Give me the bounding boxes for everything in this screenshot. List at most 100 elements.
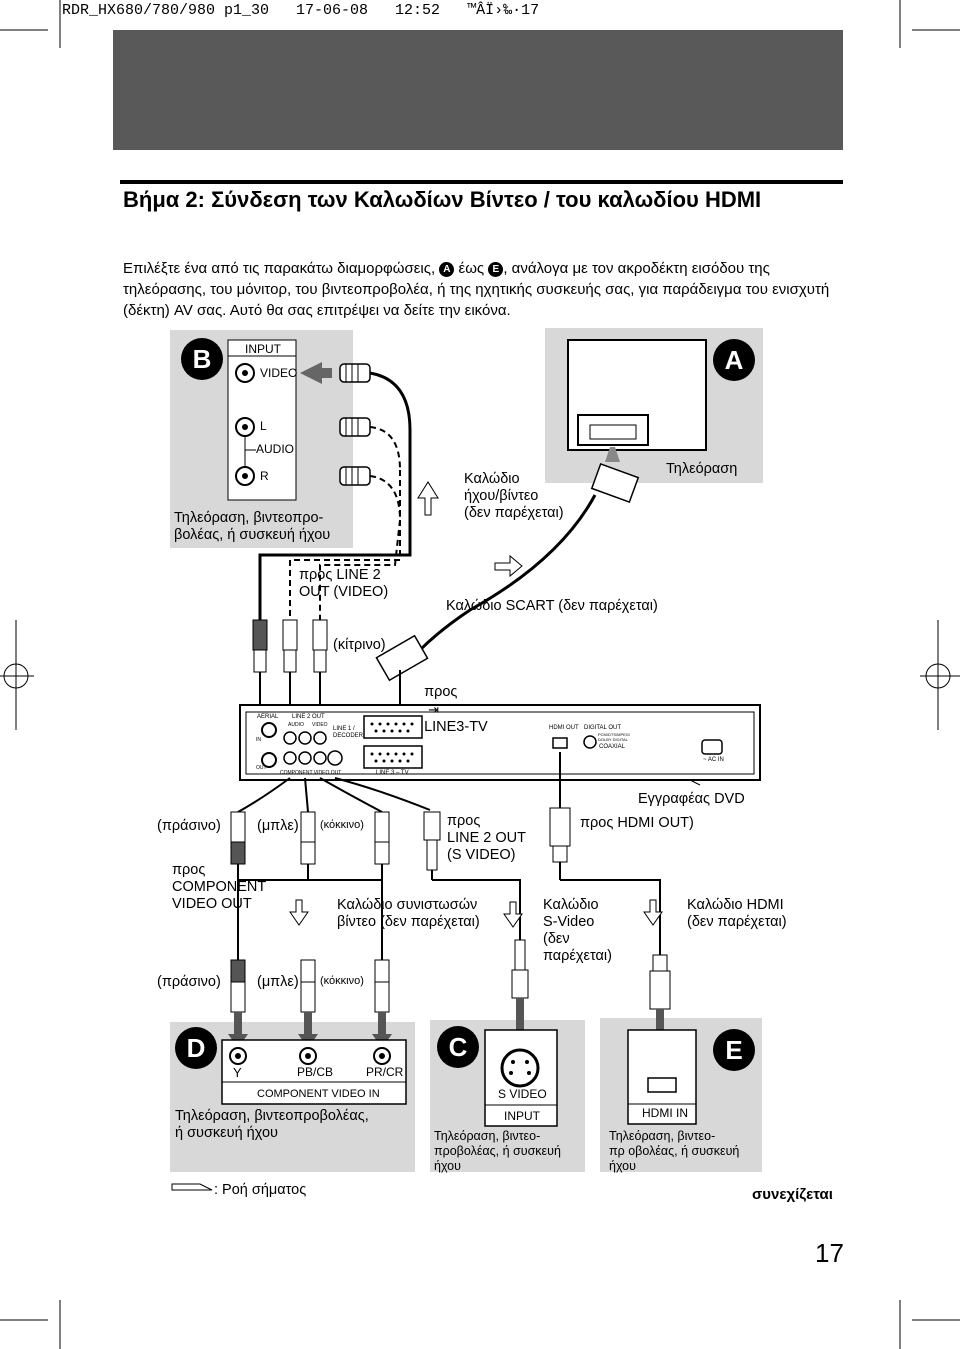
component-cables-top	[237, 777, 383, 813]
rp-hdmi-out: HDMI OUT	[549, 725, 579, 731]
video-jack	[235, 363, 255, 383]
panel-b-audio-label: AUDIO	[256, 442, 295, 456]
rp-out: OUT	[256, 765, 267, 771]
rp-digital-out: DIGITAL OUT	[584, 725, 622, 731]
coaxial-port	[583, 735, 597, 749]
panel-b-l-label: L	[260, 419, 267, 433]
yellow-label: (κίτρινο)	[333, 637, 386, 653]
blue-bottom-label: (μπλε)	[257, 974, 299, 990]
scart-line1-socket	[363, 715, 423, 739]
red-top-label: (κόκκινο)	[320, 819, 364, 831]
rp-coaxial: COAXIAL	[599, 744, 626, 750]
legend-arrow	[171, 1183, 213, 1191]
hdmi-input-board	[627, 1029, 697, 1125]
print-header: RDR_HX680/780/980 p1_30 17-06-08 12:52 ™…	[62, 2, 540, 19]
panel-d-caption: Τηλεόραση, βιντεοπροβολέας, ή συσκευή ήχ…	[175, 1108, 369, 1141]
panel-d-pr: PR/CR	[366, 1065, 404, 1079]
signal-arrow-scart	[494, 554, 523, 578]
hdmi-cable-label: Καλώδιο HDMI (δεν παρέχεται)	[687, 897, 787, 930]
rp-line1-decoder: LINE 1 / DECODER	[333, 726, 364, 739]
svideo-cable-top	[334, 777, 431, 811]
rp-in: IN	[256, 737, 261, 743]
badge-d: D	[175, 1027, 217, 1069]
signal-arrow-video	[300, 362, 332, 384]
component-plugs-bottom	[230, 959, 390, 1013]
green-bottom-label: (πράσινο)	[157, 974, 221, 990]
panel-c-caption: Τηλεόραση, βιντεο- προβολέας, ή συσκευή …	[434, 1129, 561, 1173]
audio-r-jack	[235, 466, 255, 486]
page-title: Βήμα 2: Σύνδεση των Καλωδίων Βίντεο / το…	[123, 187, 762, 212]
audio-l-jack	[235, 417, 255, 437]
panel-b-r-label: R	[260, 469, 269, 483]
title-rule	[120, 180, 843, 184]
to-line2-out-label: προς LINE 2 OUT (VIDEO)	[299, 567, 389, 600]
input-arrow-icon: ⇥	[428, 702, 439, 717]
header-banner	[113, 30, 843, 150]
panel-b-video-label: VIDEO	[260, 366, 298, 380]
svideo-cable-label: Καλώδιο S-Video (δεν παρέχεται)	[543, 897, 612, 964]
intro-word-to: έως	[458, 260, 485, 277]
scart-line3-socket	[363, 745, 423, 769]
rp-line3-tv: LINE 3 – TV	[376, 770, 409, 776]
rp-audio: AUDIO	[288, 722, 304, 728]
svideo-jack	[500, 1048, 540, 1088]
badge-e-inline: E	[488, 262, 504, 277]
av-cable-label: Καλώδιο ήχου/βίντεο (δεν παρέχεται)	[464, 471, 564, 521]
rp-component-out: COMPONENT VIDEO OUT	[280, 770, 342, 776]
rca-plugs-vertical	[252, 619, 328, 688]
panel-d-component-in: COMPONENT VIDEO IN	[257, 1088, 380, 1100]
page-number: 17	[815, 1238, 844, 1268]
component-cable-label: Καλώδιο συνιστωσών βίντεο (δεν παρέχεται…	[337, 897, 480, 930]
ac-in-port	[701, 739, 723, 755]
signal-arrow-hdmi	[643, 899, 663, 926]
panel-e-caption: Τηλεόραση, βιντεο- πρ οβολέας, ή συσκευή…	[609, 1129, 740, 1173]
registration-mark-right	[920, 620, 960, 730]
panel-d-pb: PB/CB	[297, 1065, 334, 1079]
recorder-label: Εγγραφέας DVD	[638, 791, 745, 807]
panel-b-caption: Τηλεόραση, βιντεοπρο- βολέας, ή συσκευή …	[174, 510, 331, 543]
rp-ac-in: ~ AC IN	[703, 757, 724, 763]
intro-text-2: , ανάλογα με τον ακροδέκτη εισόδου της τ…	[123, 260, 830, 319]
signal-arrow-av	[417, 481, 439, 516]
hdmi-plug-top	[549, 807, 571, 847]
rp-line2-out: LINE 2 OUT	[292, 714, 325, 720]
badge-a-inline: A	[439, 262, 455, 277]
hdmi-in-port	[647, 1077, 677, 1093]
to-line3-label: προς ⇥ LINE3-TV	[416, 667, 488, 736]
rp-pcm: PCM/DTS/MPEG/ DOLBY DIGITAL	[598, 732, 631, 742]
svideo-plug-bottom	[514, 939, 526, 971]
registration-mark-left	[0, 620, 34, 730]
rca-plugs-b	[339, 363, 371, 486]
blue-top-label: (μπλε)	[257, 818, 299, 834]
intro-paragraph: Επιλέξτε ένα από τις παρακάτω διαμορφώσε…	[123, 258, 843, 321]
panel-e-hdmi-in: HDMI IN	[642, 1106, 688, 1120]
badge-a: A	[713, 339, 755, 381]
hdmi-plug-bottom	[652, 954, 668, 972]
intro-text-1: Επιλέξτε ένα από τις παρακάτω διαμορφώσε…	[123, 260, 436, 277]
red-bottom-label: (κόκκινο)	[320, 975, 364, 987]
scart-plug-recorder	[375, 634, 429, 682]
panel-b-input-label: INPUT	[245, 342, 281, 356]
badge-b: B	[181, 338, 223, 380]
rp-aerial: AERIAL	[257, 714, 279, 720]
continued-label: συνεχίζεται	[752, 1186, 833, 1203]
to-component-label: προς COMPONENT VIDEO OUT	[172, 862, 267, 912]
to-hdmi-out-label: προς HDMI OUT)	[580, 815, 694, 831]
component-plugs-top	[230, 811, 390, 865]
panel-d-arrows	[228, 1012, 392, 1048]
green-top-label: (πράσινο)	[157, 818, 221, 834]
scart-cable-line	[418, 494, 597, 652]
to-line2-svideo-label: προς LINE 2 OUT (S VIDEO)	[447, 813, 526, 863]
av-cable-line	[258, 371, 412, 620]
badge-c: C	[437, 1026, 479, 1068]
svideo-plug-top	[423, 811, 441, 841]
rp-video: VIDEO	[312, 722, 328, 728]
to-line3-text: LINE3-TV	[424, 719, 488, 735]
to-line3-prefix: προς	[424, 684, 458, 700]
badge-e: E	[713, 1029, 755, 1071]
scart-cable-label: Καλώδιο SCART (δεν παρέχεται)	[446, 598, 658, 614]
legend-text: : Ροή σήματος	[214, 1182, 307, 1198]
hdmi-out-port	[552, 737, 568, 749]
rca-plug-stripes	[345, 364, 359, 485]
